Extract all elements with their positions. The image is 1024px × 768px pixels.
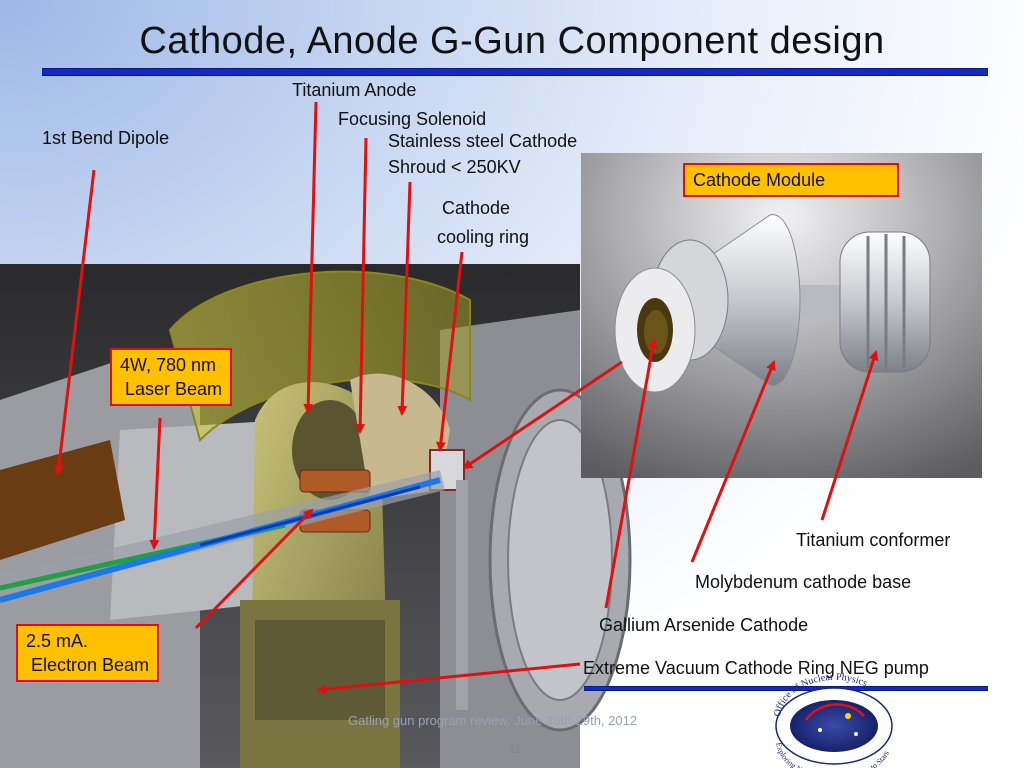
- arrow-focusing-solenoid: [355, 137, 368, 434]
- arrow-cathode-module: [462, 360, 623, 470]
- callout-electron-beam: 2.5 mA. Electron Beam: [16, 624, 160, 682]
- arrow-gallium-arsenide: [604, 338, 658, 609]
- label-gallium-arsenide: Gallium Arsenide Cathode: [599, 615, 809, 635]
- label-stainless-shroud-1: Stainless steel Cathode: [388, 131, 578, 151]
- footer-rule: [584, 686, 988, 691]
- page-number: 11: [508, 741, 522, 756]
- label-neg-pump: Extreme Vacuum Cathode Ring NEG pump: [583, 658, 929, 678]
- footer-text: Gatling gun program review, June 28th-29…: [348, 713, 638, 728]
- label-cooling-ring-1: Cathode: [442, 198, 511, 218]
- arrow-laser-beam: [149, 417, 162, 550]
- arrow-titanium-anode: [303, 101, 318, 414]
- label-stainless-shroud-2: Shroud < 250KV: [388, 157, 521, 177]
- label-cooling-ring-2: cooling ring: [437, 227, 530, 247]
- label-bend-dipole: 1st Bend Dipole: [42, 128, 170, 148]
- arrow-titanium-conformer: [820, 350, 879, 521]
- arrow-molybdenum-base: [690, 360, 776, 563]
- label-titanium-anode: Titanium Anode: [292, 80, 417, 100]
- slide-title: Cathode, Anode G-Gun Component design: [139, 20, 885, 62]
- arrow-neg-pump: [316, 662, 581, 695]
- label-molybdenum-base: Molybdenum cathode base: [695, 572, 912, 592]
- callout-cathode-module: Cathode Module: [683, 163, 899, 197]
- arrow-electron-beam: [194, 508, 314, 630]
- arrow-bend-dipole: [53, 169, 96, 476]
- title-rule: [42, 68, 988, 76]
- arrow-cooling-ring: [435, 251, 464, 452]
- label-titanium-conformer: Titanium conformer: [796, 530, 951, 550]
- label-focusing-solenoid: Focusing Solenoid: [338, 109, 487, 129]
- arrow-stainless-shroud: [397, 181, 412, 416]
- callout-laser-beam: 4W, 780 nm Laser Beam: [110, 348, 233, 406]
